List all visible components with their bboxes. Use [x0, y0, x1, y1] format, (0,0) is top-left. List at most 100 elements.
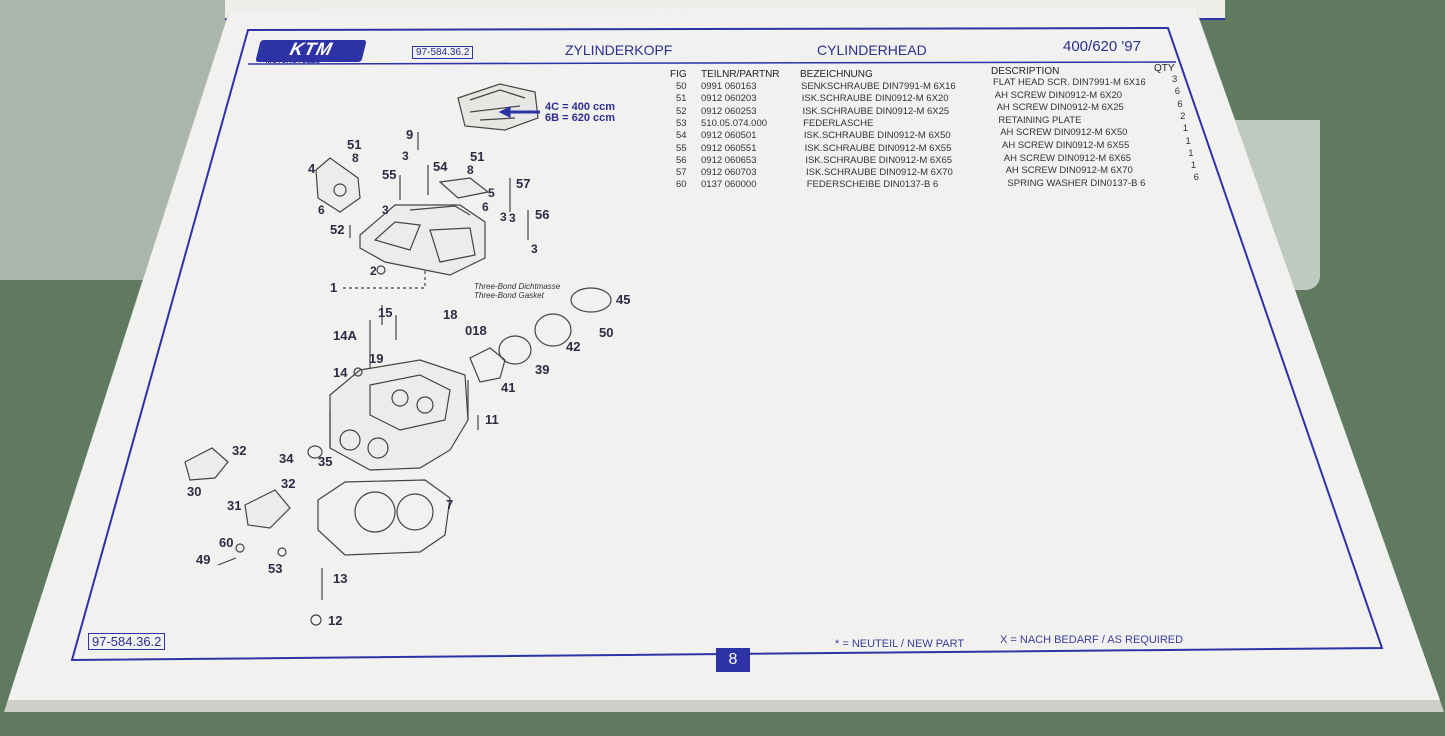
callout-number: 52	[330, 222, 345, 237]
callout-number: 50	[599, 325, 614, 340]
col-header-desc-en: DESCRIPTION	[991, 66, 1060, 77]
table-cell-part: 0912 060703	[701, 167, 757, 179]
table-cell-fig: 60	[676, 179, 687, 191]
callout-number: 3	[509, 211, 516, 225]
table-cell-fig: 53	[676, 117, 687, 129]
table-cell-fig: 50	[676, 81, 687, 92]
table-cell-qty: 6	[1174, 86, 1180, 98]
callout-number: 39	[535, 362, 550, 377]
callout-number: 51	[470, 149, 485, 164]
gasket-note-english: Three-Bond Gasket	[474, 291, 544, 300]
new-part-note: * = NEUTEIL / NEW PART	[835, 638, 965, 650]
table-cell-en: AH SCREW DIN0912-M 6X65	[1003, 152, 1132, 164]
callout-number: 11	[485, 412, 499, 427]
ccm-label-620: 6B = 620 ccm	[545, 112, 616, 124]
callout-number: 5	[488, 186, 495, 200]
table-cell-qty: 2	[1180, 110, 1186, 122]
table-cell-en: SPRING WASHER DIN0137-B 6	[1007, 177, 1146, 189]
table-cell-de: ISK.SCHRAUBE DIN0912-M 6X50	[803, 130, 951, 142]
table-cell-qty: 1	[1185, 135, 1191, 147]
col-header-part: TEILNR/PARTNR	[701, 69, 780, 80]
callout-number: 34	[279, 451, 294, 466]
callout-number: 12	[328, 613, 343, 628]
callout-number: 42	[566, 339, 581, 354]
callout-number: 1	[330, 280, 338, 295]
gasket-note-german: Three-Bond Dichtmasse	[474, 282, 561, 291]
callout-number: 3	[500, 210, 507, 224]
table-cell-qty: 6	[1177, 98, 1183, 110]
callout-number: 14A	[333, 328, 357, 343]
title-english: CYLINDERHEAD	[817, 42, 927, 58]
valve-cover	[359, 204, 486, 276]
callout-number: 60	[219, 535, 234, 550]
callout-number: 7	[446, 497, 454, 512]
table-cell-part: 0912 060653	[701, 154, 757, 166]
table-cell-fig: 57	[676, 167, 687, 179]
callout-number: 55	[382, 167, 397, 182]
table-cell-de: ISK.SCHRAUBE DIN0912-M 6X20	[801, 93, 949, 105]
callout-number: 8	[352, 151, 359, 165]
table-cell-part: 0912 060253	[701, 105, 757, 117]
cylinder-head	[329, 359, 469, 471]
footer-doc-number: 97-584.36.2	[88, 633, 166, 650]
callout-number: 3	[402, 149, 409, 163]
table-cell-en: FLAT HEAD SCR. DIN7991-M 6X16	[993, 77, 1146, 88]
callout-number: 45	[616, 292, 631, 307]
table-cell-part: 510.05.074.000	[701, 117, 768, 129]
table-cell-part: 0137 060000	[701, 179, 757, 191]
page-number: 8	[716, 648, 750, 672]
callout-number: 56	[535, 207, 550, 222]
table-cell-part: 0991 060163	[701, 81, 757, 92]
table-cell-qty: 1	[1182, 123, 1189, 135]
table-cell-part: 0912 060551	[701, 142, 757, 154]
engine-thumbnail	[457, 83, 539, 131]
table-cell-part: 0912 060203	[701, 93, 757, 105]
callout-number: 8	[467, 163, 474, 177]
table-cell-fig: 51	[676, 93, 687, 105]
col-header-fig: FIG	[670, 69, 687, 80]
table-cell-qty: 1	[1190, 160, 1197, 172]
callout-number: 15	[378, 305, 393, 320]
table-cell-de: ISK.SCHRAUBE DIN0912-M 6X65	[805, 154, 953, 166]
table-cell-qty: 1	[1188, 147, 1194, 159]
ccm-label-400: 4C = 400 ccm	[545, 101, 616, 113]
callout-number: 6	[318, 203, 325, 217]
table-cell-de: FEDERSCHEIBE DIN0137-B 6	[806, 179, 939, 191]
callout-number: 6	[482, 200, 489, 214]
table-cell-en: AH SCREW DIN0912-M 6X50	[1000, 127, 1128, 139]
callout-number: 018	[465, 323, 487, 338]
callout-number: 9	[406, 127, 414, 142]
table-cell-en: AH SCREW DIN0912-M 6X55	[1002, 140, 1130, 151]
table-cell-fig: 54	[676, 130, 687, 142]
doc-number: 97-584.36.2	[412, 46, 474, 59]
table-cell-en: RETAINING PLATE	[998, 114, 1082, 126]
callout-number: 57	[516, 176, 531, 191]
callout-number: 31	[227, 498, 242, 513]
table-cell-de: SENKSCHRAUBE DIN7991-M 6X16	[801, 81, 956, 92]
table-cell-fig: 56	[676, 154, 687, 166]
as-required-note: X = NACH BEDARF / AS REQUIRED	[1000, 634, 1184, 646]
table-cell-qty: 3	[1172, 74, 1178, 85]
model-label: 400/620 '97	[1063, 38, 1141, 55]
table-cell-en: AH SCREW DIN0912-M 6X25	[996, 102, 1124, 114]
col-header-qty: QTY	[1154, 63, 1175, 74]
table-cell-de: ISK.SCHRAUBE DIN0912-M 6X55	[804, 142, 952, 154]
callout-number: 35	[318, 454, 333, 469]
callout-number: 3	[382, 203, 389, 217]
callout-number: 49	[196, 552, 211, 567]
table-cell-qty: 6	[1193, 172, 1199, 184]
logo-subtext: MOTORCYCLES	[266, 58, 321, 65]
table-cell-fig: 55	[676, 142, 687, 154]
callout-number: 3	[531, 242, 538, 256]
callout-number: 32	[281, 476, 296, 491]
table-cell-en: AH SCREW DIN0912-M 6X20	[994, 89, 1123, 101]
callout-number: 41	[501, 380, 516, 395]
title-german: ZYLINDERKOPF	[565, 42, 673, 58]
table-cell-de: ISK.SCHRAUBE DIN0912-M 6X25	[802, 105, 950, 117]
callout-number: 4	[308, 161, 316, 176]
table-cell-en: AH SCREW DIN0912-M 6X70	[1005, 165, 1133, 177]
callout-number: 13	[333, 571, 348, 586]
callout-number: 2	[370, 264, 377, 278]
table-cell-de: FEDERLASCHE	[803, 117, 874, 129]
